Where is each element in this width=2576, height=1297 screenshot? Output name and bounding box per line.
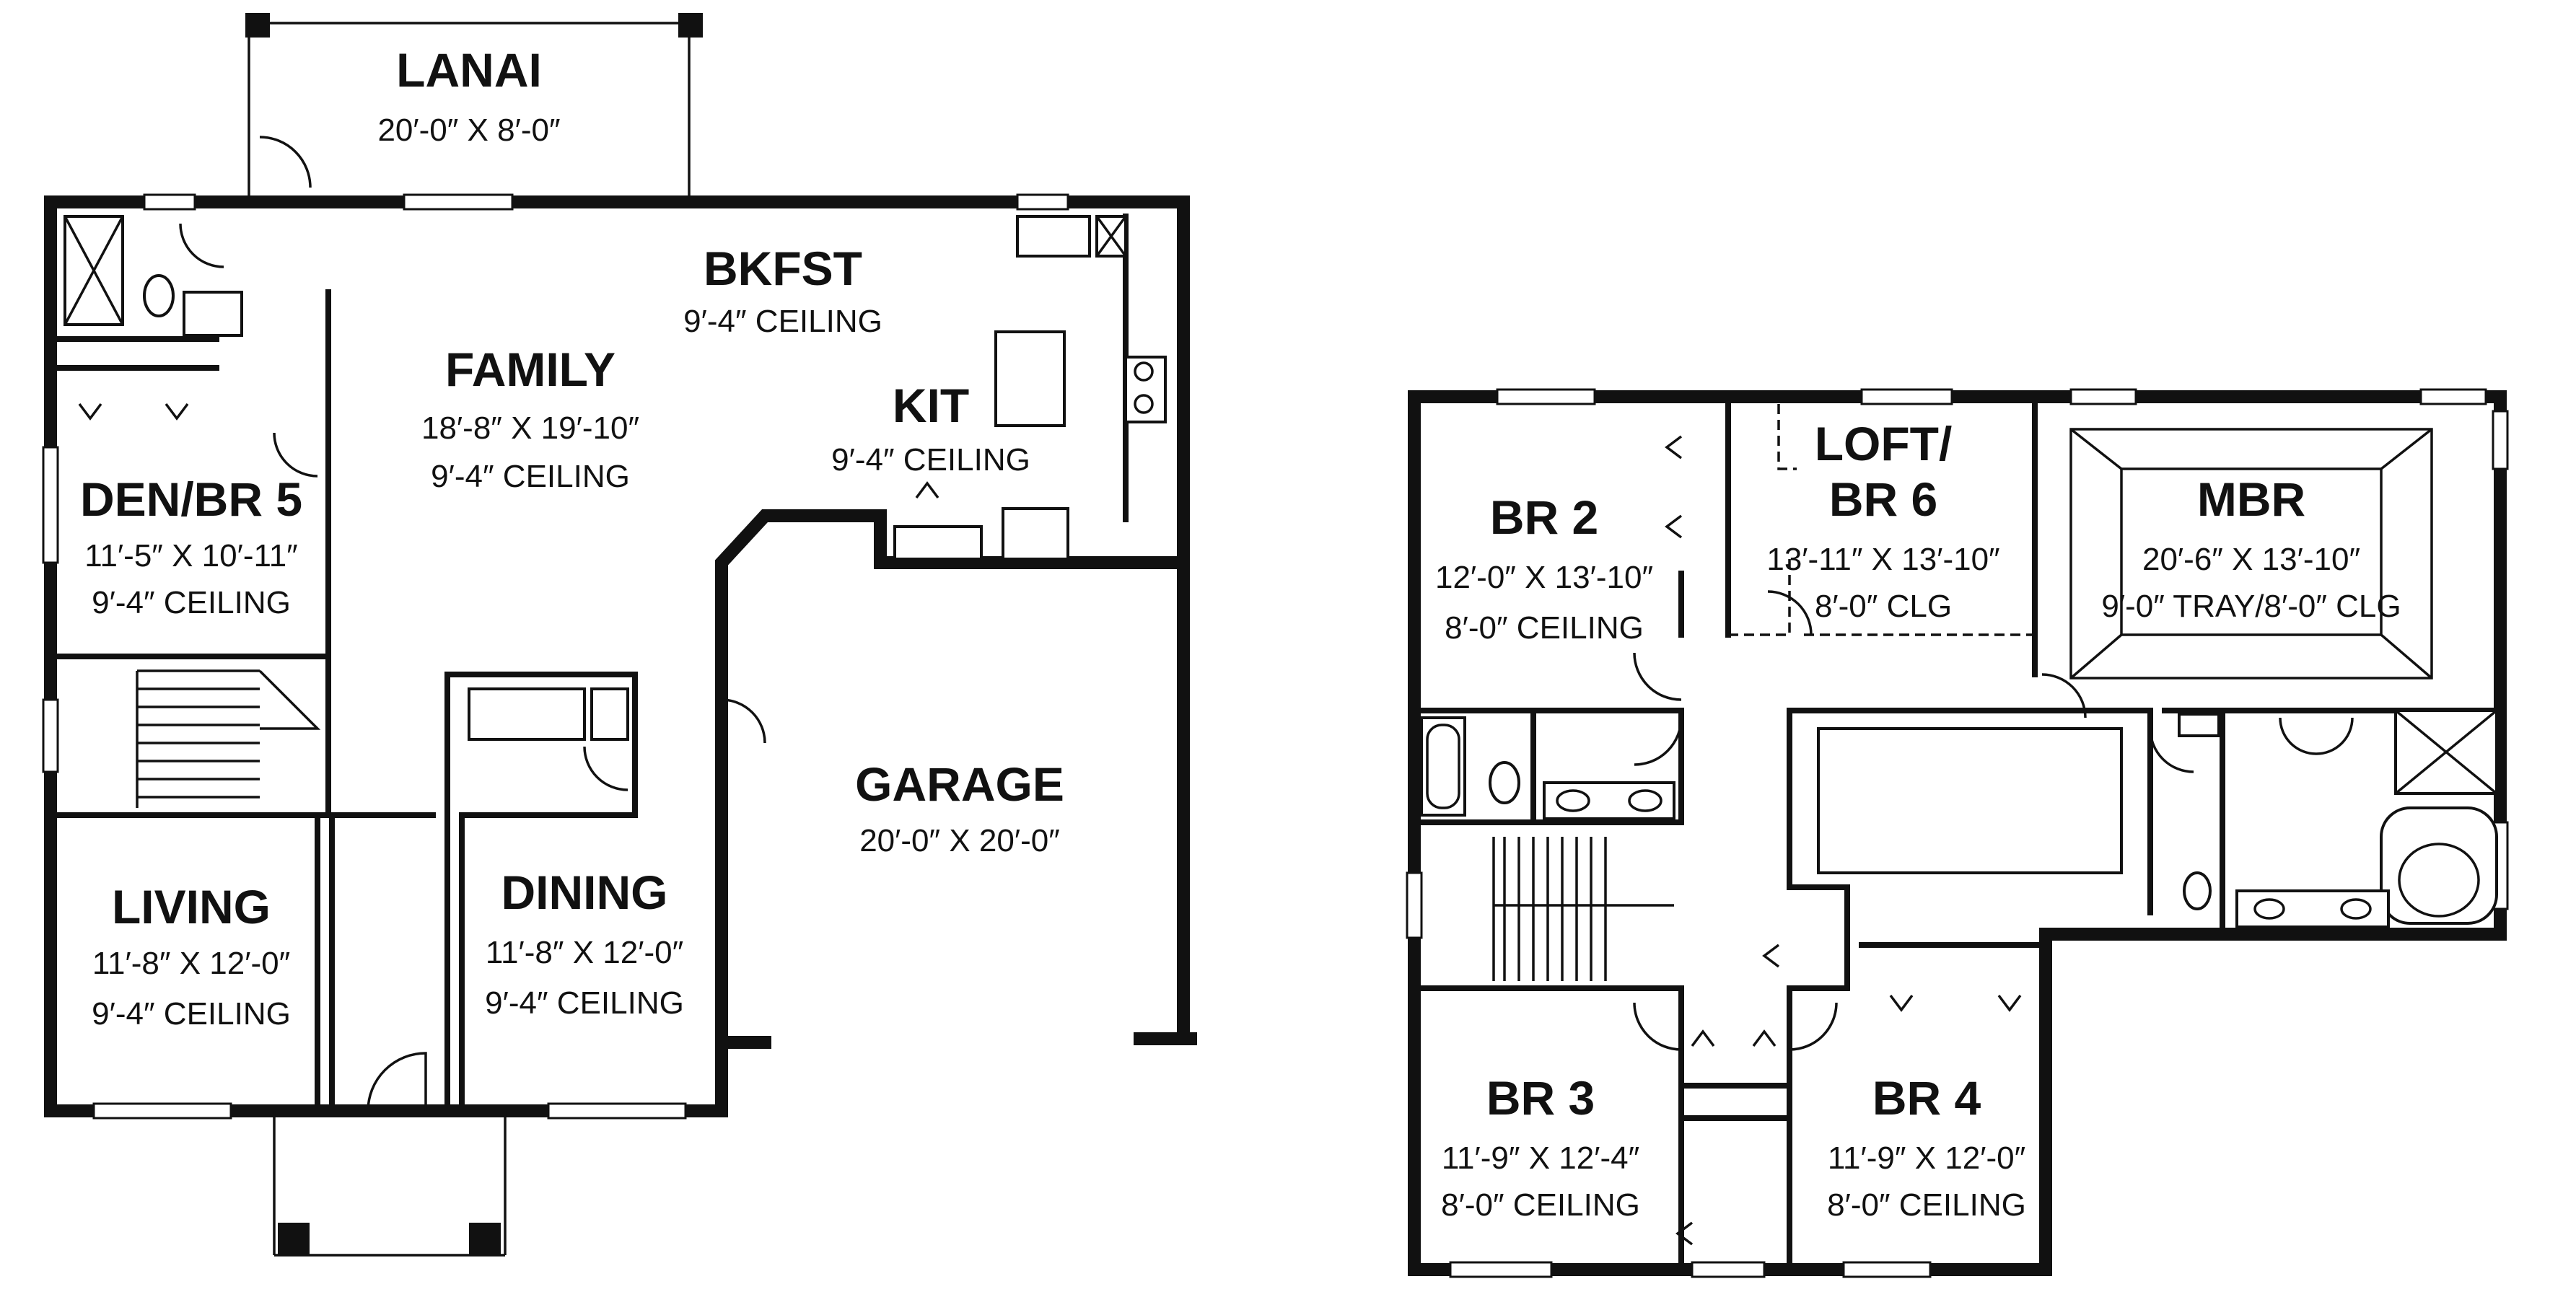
room-name-br4: BR 4 [1872,1071,1981,1125]
first-floor-interior-walls [55,214,1129,1107]
room-dim-br3-2: 8′-0″ CEILING [1441,1187,1640,1223]
first-floor-doors [78,136,939,1112]
room-dim-living-2: 9′-4″ CEILING [92,996,291,1032]
front-porch [273,1111,507,1257]
room-dim-br2-2: 8′-0″ CEILING [1445,610,1644,646]
room-dim-lanai-1: 20′-0″ X 8′-0″ [377,113,560,148]
room-name-loft: LOFT/ [1815,417,1953,470]
room-dim-living-1: 11′-8″ X 12′-0″ [92,946,290,981]
room-dim-den-2: 9′-4″ CEILING [92,585,291,620]
second-floor-plan: BR 2 12′-0″ X 13′-10″ 8′-0″ CEILING LOFT… [1406,388,2509,1278]
room-name-kit: KIT [893,379,969,432]
room-dim-den-1: 11′-5″ X 10′-11″ [84,538,298,573]
room-dim-br3-1: 11′-9″ X 12′-4″ [1442,1140,1639,1176]
room-dim-bkfst-1: 9′-4″ CEILING [683,304,882,339]
room-dim-loft-2: 8′-0″ CLG [1815,589,1952,624]
second-floor-doors [1633,435,2354,1246]
room-name-family: FAMILY [445,343,615,396]
second-floor-stairs [1492,837,1674,981]
room-dim-br4-2: 8′-0″ CEILING [1827,1187,2026,1223]
room-name-br3: BR 3 [1486,1071,1595,1125]
room-name-loft-2: BR 6 [1829,472,1937,526]
room-dim-garage-1: 20′-0″ X 20′-0″ [859,823,1060,858]
room-dim-kit-1: 9′-4″ CEILING [831,442,1030,478]
room-dim-dining-1: 11′-8″ X 12′-0″ [486,935,683,970]
room-name-den: DEN/BR 5 [80,472,302,526]
room-dim-br4-1: 11′-9″ X 12′-0″ [1828,1140,2025,1176]
first-floor-plan: LANAI 20′-0″ X 8′-0″ BKFST 9′-4″ CEILING… [42,13,1197,1257]
room-name-mbr: MBR [2197,472,2305,526]
room-name-dining: DINING [501,866,668,919]
first-floor-labels: LANAI 20′-0″ X 8′-0″ BKFST 9′-4″ CEILING… [80,43,1064,1032]
room-dim-dining-2: 9′-4″ CEILING [485,985,684,1021]
room-name-living: LIVING [112,880,271,933]
second-floor-fixtures [1420,709,2498,928]
loft-railing [1728,404,2035,636]
second-floor-labels: BR 2 12′-0″ X 13′-10″ 8′-0″ CEILING LOFT… [1435,417,2401,1223]
lanai-structure [245,13,703,198]
room-dim-mbr-1: 20′-6″ X 13′-10″ [2142,542,2360,577]
room-dim-family-1: 18′-8″ X 19′-10″ [421,410,639,446]
mbr-tray-ceiling [2069,428,2433,680]
room-name-garage: GARAGE [855,757,1064,811]
room-name-lanai: LANAI [396,43,542,97]
first-floor-fixtures [63,215,1167,741]
room-dim-br2-1: 12′-0″ X 13′-10″ [1435,560,1653,595]
first-floor-windows [42,193,1069,1120]
room-name-br2: BR 2 [1490,491,1598,544]
room-dim-mbr-2: 9′-0″ TRAY/8′-0″ CLG [2101,589,2401,624]
first-floor-stairs [136,669,321,808]
room-name-bkfst: BKFST [704,242,862,295]
second-floor-interior-walls [1411,394,2503,1272]
room-dim-loft-1: 13′-11″ X 13′-10″ [1766,542,1999,577]
room-dim-family-2: 9′-4″ CEILING [431,459,630,494]
